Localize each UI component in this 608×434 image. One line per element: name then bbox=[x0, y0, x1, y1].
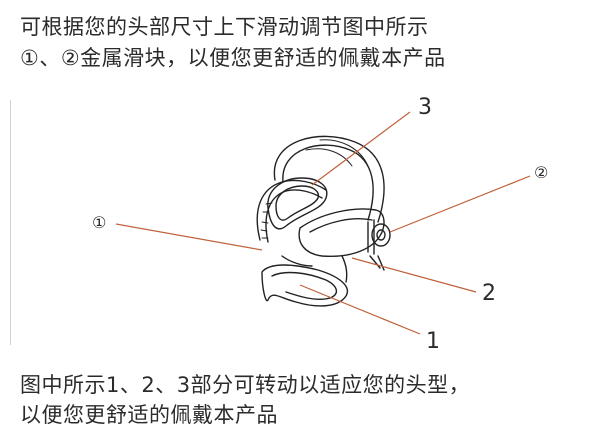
callout-label-circled-2: ② bbox=[534, 163, 548, 182]
lower-cup bbox=[261, 264, 349, 307]
side-strap-inner bbox=[309, 218, 373, 233]
top-strap-inner bbox=[282, 144, 374, 221]
knob-bracket bbox=[367, 219, 385, 271]
left-rule-divider bbox=[10, 100, 11, 345]
metal-slider-knob bbox=[371, 223, 391, 247]
headgear-drawing bbox=[256, 135, 391, 307]
headband-ribs bbox=[260, 202, 273, 239]
callout-label-3: 3 bbox=[418, 95, 432, 120]
headband-back-inner bbox=[265, 189, 323, 243]
callout-label-2: 2 bbox=[482, 281, 496, 306]
bottom-caption-line-2: 以便您更舒适的佩戴本产品 bbox=[20, 403, 278, 427]
leader-line-1 bbox=[299, 284, 421, 335]
leader-line-2 bbox=[351, 257, 477, 293]
leader-line-3 bbox=[311, 111, 411, 186]
top-caption-line-1: 可根据您的头部尺寸上下滑动调节图中所示 bbox=[20, 15, 429, 39]
side-strap bbox=[298, 208, 385, 257]
top-caption-line-2: ①、②金属滑块，以便您更舒适的佩戴本产品 bbox=[20, 46, 446, 70]
leader-lines bbox=[115, 111, 531, 335]
bottom-caption: 图中所示1、2、3部分可转动以适应您的头型， 以便您更舒适的佩戴本产品 bbox=[20, 370, 600, 430]
top-caption: 可根据您的头部尺寸上下滑动调节图中所示 ①、②金属滑块，以便您更舒适的佩戴本产品 bbox=[20, 12, 600, 74]
callout-label-1: 1 bbox=[426, 329, 440, 354]
upper-pad-inner bbox=[275, 185, 320, 221]
lower-cup-inner bbox=[271, 271, 337, 301]
bottom-caption-line-1: 图中所示1、2、3部分可转动以适应您的头型， bbox=[20, 373, 471, 397]
leader-line-circled-2 bbox=[389, 175, 531, 233]
metal-slider-knob-inner bbox=[376, 229, 386, 241]
leader-line-circled-1 bbox=[115, 223, 263, 251]
jaw-connector bbox=[281, 255, 348, 283]
top-strap bbox=[273, 135, 385, 223]
upper-pad bbox=[267, 177, 328, 230]
callout-label-circled-1: ① bbox=[92, 213, 106, 232]
strap-stitching bbox=[305, 139, 369, 167]
